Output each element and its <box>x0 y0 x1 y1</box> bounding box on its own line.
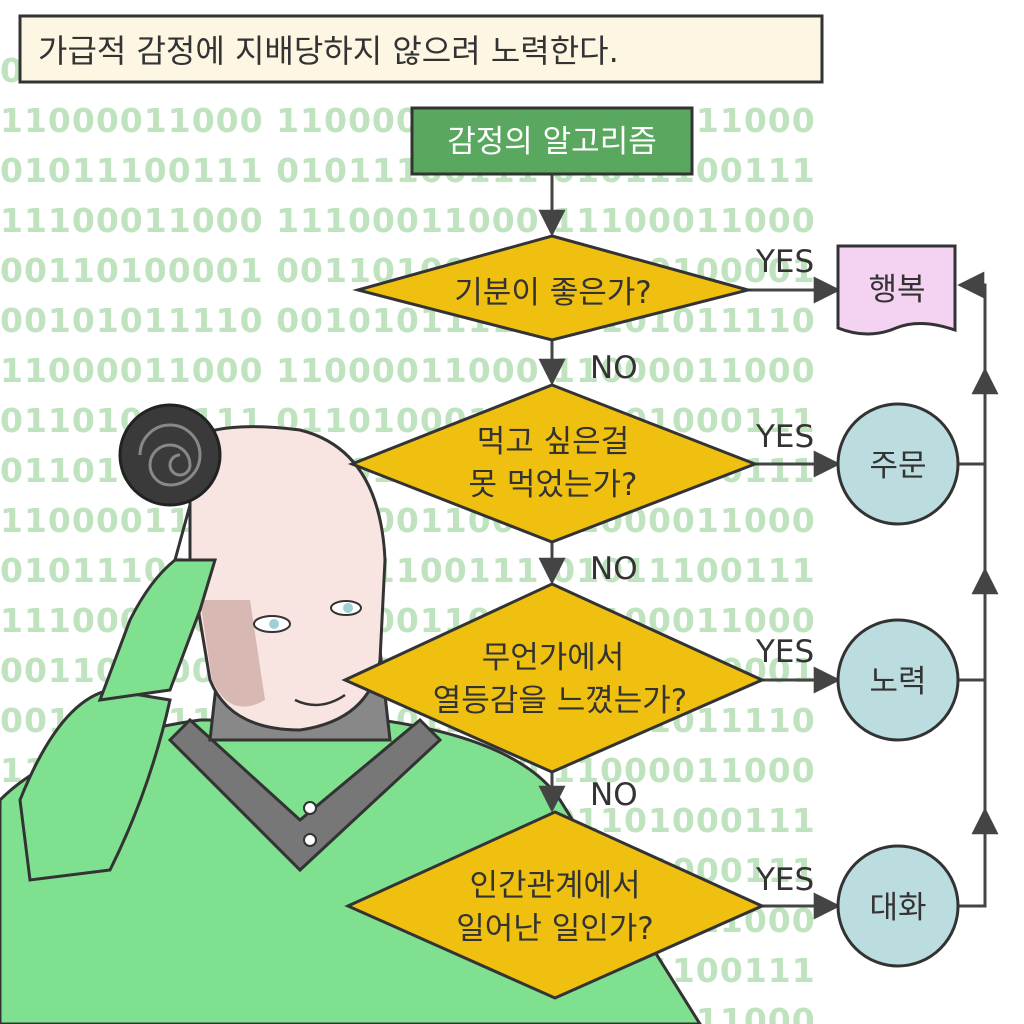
caption-text: 가급적 감정에 지배당하지 않으려 노력한다. <box>38 32 619 70</box>
decision-2-line-1: 먹고 싶은걸 <box>477 424 629 460</box>
start-node: 감정의 알고리즘 <box>410 106 694 176</box>
caption-box: 가급적 감정에 지배당하지 않으려 노력한다. <box>18 14 824 84</box>
decision-2-no-label: NO <box>590 551 638 587</box>
result-conversation-label: 대화 <box>869 890 926 926</box>
decision-4: 인간관계에서 일어난 일인가? YES <box>344 810 814 1000</box>
result-effort-label: 노력 <box>869 664 926 700</box>
decision-1-no-label: NO <box>590 350 638 386</box>
decision-3-line-2: 열등감을 느꼈는가? <box>433 683 687 719</box>
binary-row: 01011100111 01011100111 01011100111 <box>0 551 816 590</box>
decision-4-yes-label: YES <box>755 862 814 898</box>
binary-row: 11000011000 11000011000 11000011000 <box>0 351 816 390</box>
decision-2-yes-label: YES <box>755 419 814 455</box>
decision-4-line-2: 일어난 일인가? <box>456 911 653 947</box>
result-effort: 노력 <box>836 618 960 742</box>
result-happiness: 행복 <box>836 244 957 336</box>
decision-1: 기분이 좋은가? YES NO <box>352 234 814 386</box>
decision-1-yes-label: YES <box>755 244 814 280</box>
decision-3: 무언가에서 열등감을 느꼈는가? YES NO <box>341 582 814 813</box>
result-order: 주문 <box>836 402 960 526</box>
result-happiness-label: 행복 <box>868 272 925 308</box>
decision-3-line-1: 무언가에서 <box>482 640 625 676</box>
binary-row: 00101011110 00101011110 00101011110 <box>0 301 816 340</box>
decision-2: 먹고 싶은걸 못 먹었는가? YES NO <box>347 383 814 587</box>
flow-connectors <box>538 174 999 920</box>
decision-4-line-1: 인간관계에서 <box>469 868 640 904</box>
coil-antenna-icon <box>118 403 222 507</box>
binary-row: 11100011000 11100011000 11100011000 <box>0 601 816 640</box>
result-conversation: 대화 <box>836 844 960 968</box>
decision-3-no-label: NO <box>590 777 638 813</box>
start-node-label: 감정의 알고리즘 <box>447 124 657 160</box>
decision-1-text: 기분이 좋은가? <box>454 275 651 311</box>
decision-2-line-2: 못 먹었는가? <box>469 467 638 503</box>
binary-row: 11000011000 11000011000 11000011000 <box>0 501 816 540</box>
binary-row: 11100011000 11100011000 11100011000 <box>0 201 816 240</box>
binary-row: 01101000111 01101000111 01101000111 <box>0 401 816 440</box>
result-order-label: 주문 <box>869 448 926 484</box>
decision-3-yes-label: YES <box>755 634 814 670</box>
